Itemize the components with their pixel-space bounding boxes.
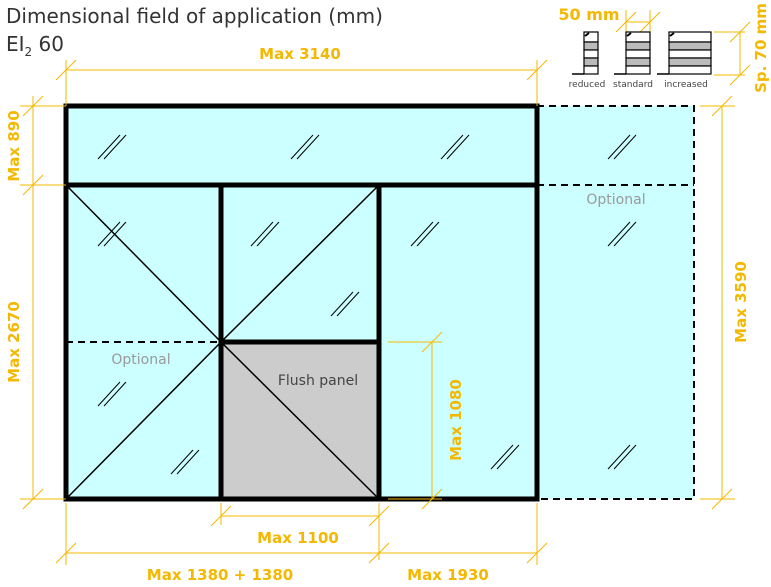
dim-line-door bbox=[220, 503, 380, 560]
profile-label-reduced: reduced bbox=[569, 80, 606, 90]
dim-door-width: Max 1100 bbox=[257, 529, 339, 547]
optional-side-outline bbox=[537, 105, 695, 500]
glass-hatch-icon bbox=[410, 221, 440, 247]
dim-total-width: Max 3140 bbox=[259, 45, 341, 63]
glass-hatch-icon bbox=[97, 134, 127, 160]
frame bbox=[63, 103, 540, 502]
dimension-tick bbox=[210, 505, 232, 527]
dimension-tick bbox=[368, 542, 390, 564]
optional-side-glass bbox=[537, 106, 694, 499]
dimension-lines bbox=[20, 10, 751, 565]
optional-left-label: Optional bbox=[111, 352, 170, 368]
rating-sub: 2 bbox=[24, 45, 33, 59]
dim-side-width: Max 1930 bbox=[407, 566, 489, 584]
dimension-tick bbox=[22, 95, 44, 117]
profile-sections bbox=[572, 31, 712, 75]
profile-label-increased: increased bbox=[664, 80, 708, 90]
dimension-tick bbox=[711, 95, 733, 117]
dimension-tick bbox=[526, 59, 548, 81]
dimension-tick bbox=[711, 488, 733, 510]
dimension-tick bbox=[421, 488, 443, 510]
glass-hatch-icon bbox=[607, 444, 637, 470]
dim-transom-height: Max 890 bbox=[5, 110, 23, 181]
dim-line-bottom bbox=[65, 503, 538, 565]
glass-hatch-icon bbox=[607, 221, 637, 247]
rating-main: EI bbox=[6, 32, 25, 56]
dim-double-door-width: Max 1380 + 1380 bbox=[147, 566, 293, 584]
profile-standard-icon bbox=[614, 31, 651, 75]
dimension-tick bbox=[368, 505, 390, 527]
dim-line-total-width bbox=[65, 60, 538, 106]
dim-panel-height: Max 1080 bbox=[447, 379, 465, 461]
dim-line-total-height bbox=[700, 105, 735, 500]
glass-hatch-icon bbox=[440, 134, 470, 160]
profile-reduced-icon bbox=[572, 31, 599, 75]
dim-line-panel bbox=[388, 341, 442, 500]
profile-thickness-label: Sp. 70 mm bbox=[752, 3, 770, 93]
dim-line-profile-thickness bbox=[714, 31, 745, 76]
glass-hatch-icon bbox=[250, 221, 280, 247]
optional-side-label: Optional bbox=[586, 192, 645, 208]
dimension-tick bbox=[421, 331, 443, 353]
dim-lower-height: Max 2670 bbox=[5, 301, 23, 383]
profile-increased-icon bbox=[657, 31, 712, 75]
dimension-tick bbox=[639, 11, 661, 33]
rating-value: 60 bbox=[32, 32, 64, 56]
glass-hatch-icon bbox=[607, 134, 637, 160]
dim-line-left bbox=[20, 96, 66, 500]
glass-hatch-icon bbox=[330, 291, 360, 317]
glass-hatch-icon bbox=[97, 381, 127, 407]
glass-hatch-icon bbox=[170, 449, 200, 475]
diagram-title: Dimensional field of application (mm) bbox=[6, 4, 383, 28]
dimension-tick bbox=[22, 488, 44, 510]
flush-panel-label: Flush panel bbox=[278, 373, 358, 389]
dimension-tick bbox=[55, 542, 77, 564]
glass-hatch-icon bbox=[290, 134, 320, 160]
dimension-tick bbox=[526, 542, 548, 564]
glass-hatch-icon bbox=[97, 221, 127, 247]
dimension-tick bbox=[55, 59, 77, 81]
glass-hatch-icon bbox=[490, 444, 520, 470]
dimension-tick bbox=[729, 64, 751, 86]
dimension-tick bbox=[22, 174, 44, 196]
dimension-tick bbox=[615, 11, 637, 33]
glass-hatches bbox=[97, 134, 637, 475]
fire-rating: EI2 60 bbox=[6, 32, 64, 59]
profile-label-standard: standard bbox=[613, 80, 653, 90]
profile-width-label: 50 mm bbox=[558, 5, 619, 24]
dimension-tick bbox=[729, 21, 751, 43]
dim-total-height: Max 3590 bbox=[732, 261, 750, 343]
